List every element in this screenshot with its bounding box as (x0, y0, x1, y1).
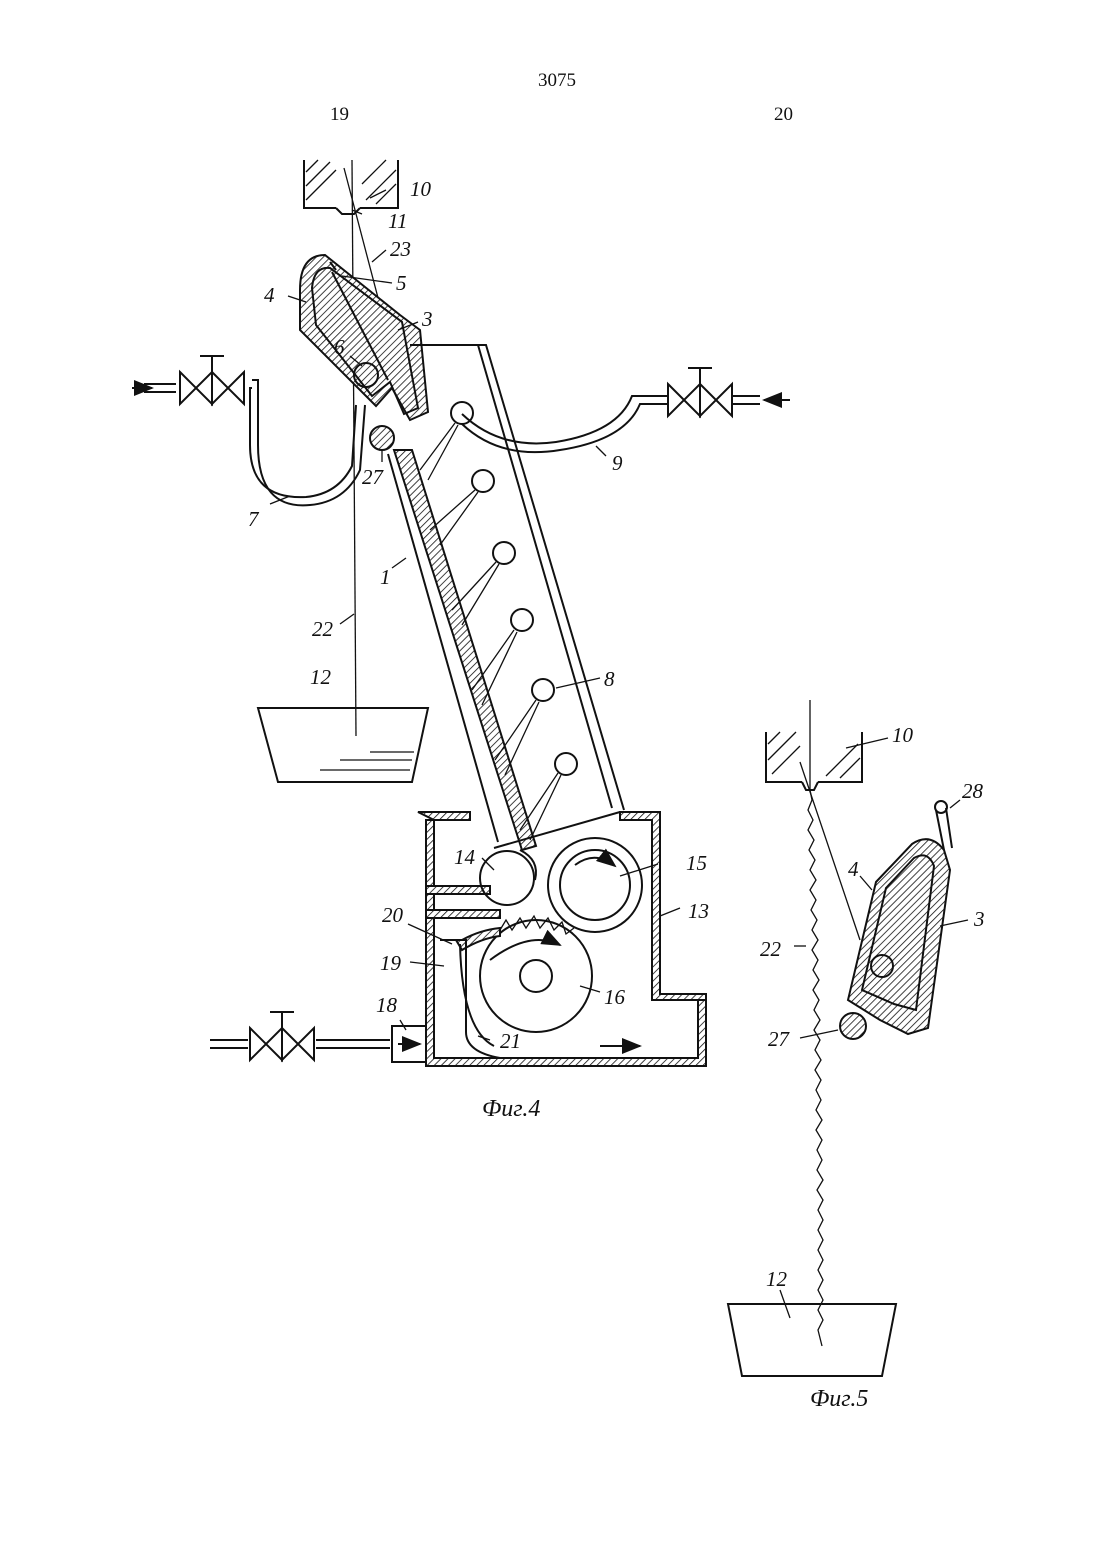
chute-1 (388, 345, 624, 850)
label-22-fig5: 22 (760, 937, 782, 961)
label-12-fig5: 12 (766, 1267, 788, 1291)
label-10-fig5: 10 (892, 723, 914, 747)
label-7: 7 (248, 507, 260, 531)
supply-pipe-9 (462, 368, 790, 452)
air-nozzle-assembly-fig5 (848, 801, 952, 1034)
label-12: 12 (310, 665, 332, 689)
spinneret-block-10-fig5 (766, 732, 862, 790)
label-20: 20 (382, 903, 404, 927)
label-9: 9 (612, 451, 623, 475)
figure-5: 10 28 4 3 22 27 12 Фиг.5 (728, 700, 985, 1412)
tank-12-fig5 (728, 1304, 896, 1376)
label-21: 21 (500, 1029, 521, 1053)
label-6: 6 (334, 335, 345, 359)
label-19: 19 (380, 951, 402, 975)
roll-15 (548, 838, 642, 932)
label-4: 4 (264, 283, 275, 307)
spray-nozzle-8 (472, 470, 494, 492)
air-inlet-18 (210, 1012, 426, 1062)
label-22: 22 (312, 617, 334, 641)
tank-12 (258, 708, 428, 782)
spinneret-block-10 (304, 160, 398, 214)
air-nozzle-assembly (300, 255, 428, 420)
figure-5-caption: Фиг.5 (810, 1386, 868, 1412)
label-27: 27 (362, 465, 385, 489)
label-10: 10 (410, 177, 432, 201)
roll-14 (480, 851, 534, 905)
guide-27 (370, 426, 394, 450)
supply-pipe-7 (132, 356, 365, 505)
label-28: 28 (962, 779, 984, 803)
figure-4-caption: Фиг.4 (482, 1096, 540, 1122)
figure-4: 10 11 23 5 4 3 6 27 7 9 1 22 12 8 14 15 … (132, 160, 790, 1122)
label-16: 16 (604, 985, 626, 1009)
twisted-filament-22 (808, 700, 823, 1346)
label-4-fig5: 4 (848, 857, 859, 881)
label-23: 23 (390, 237, 411, 261)
label-11: 11 (388, 209, 407, 233)
label-27-fig5: 27 (768, 1027, 791, 1051)
label-8: 8 (604, 667, 615, 691)
label-1: 1 (380, 565, 391, 589)
label-5: 5 (396, 271, 407, 295)
label-13: 13 (688, 899, 709, 923)
label-15: 15 (686, 851, 707, 875)
label-18: 18 (376, 993, 398, 1017)
label-3-fig5: 3 (973, 907, 985, 931)
fitting-28 (935, 801, 947, 813)
label-14: 14 (454, 845, 476, 869)
guide-27-fig5 (840, 1013, 866, 1039)
label-3: 3 (421, 307, 433, 331)
